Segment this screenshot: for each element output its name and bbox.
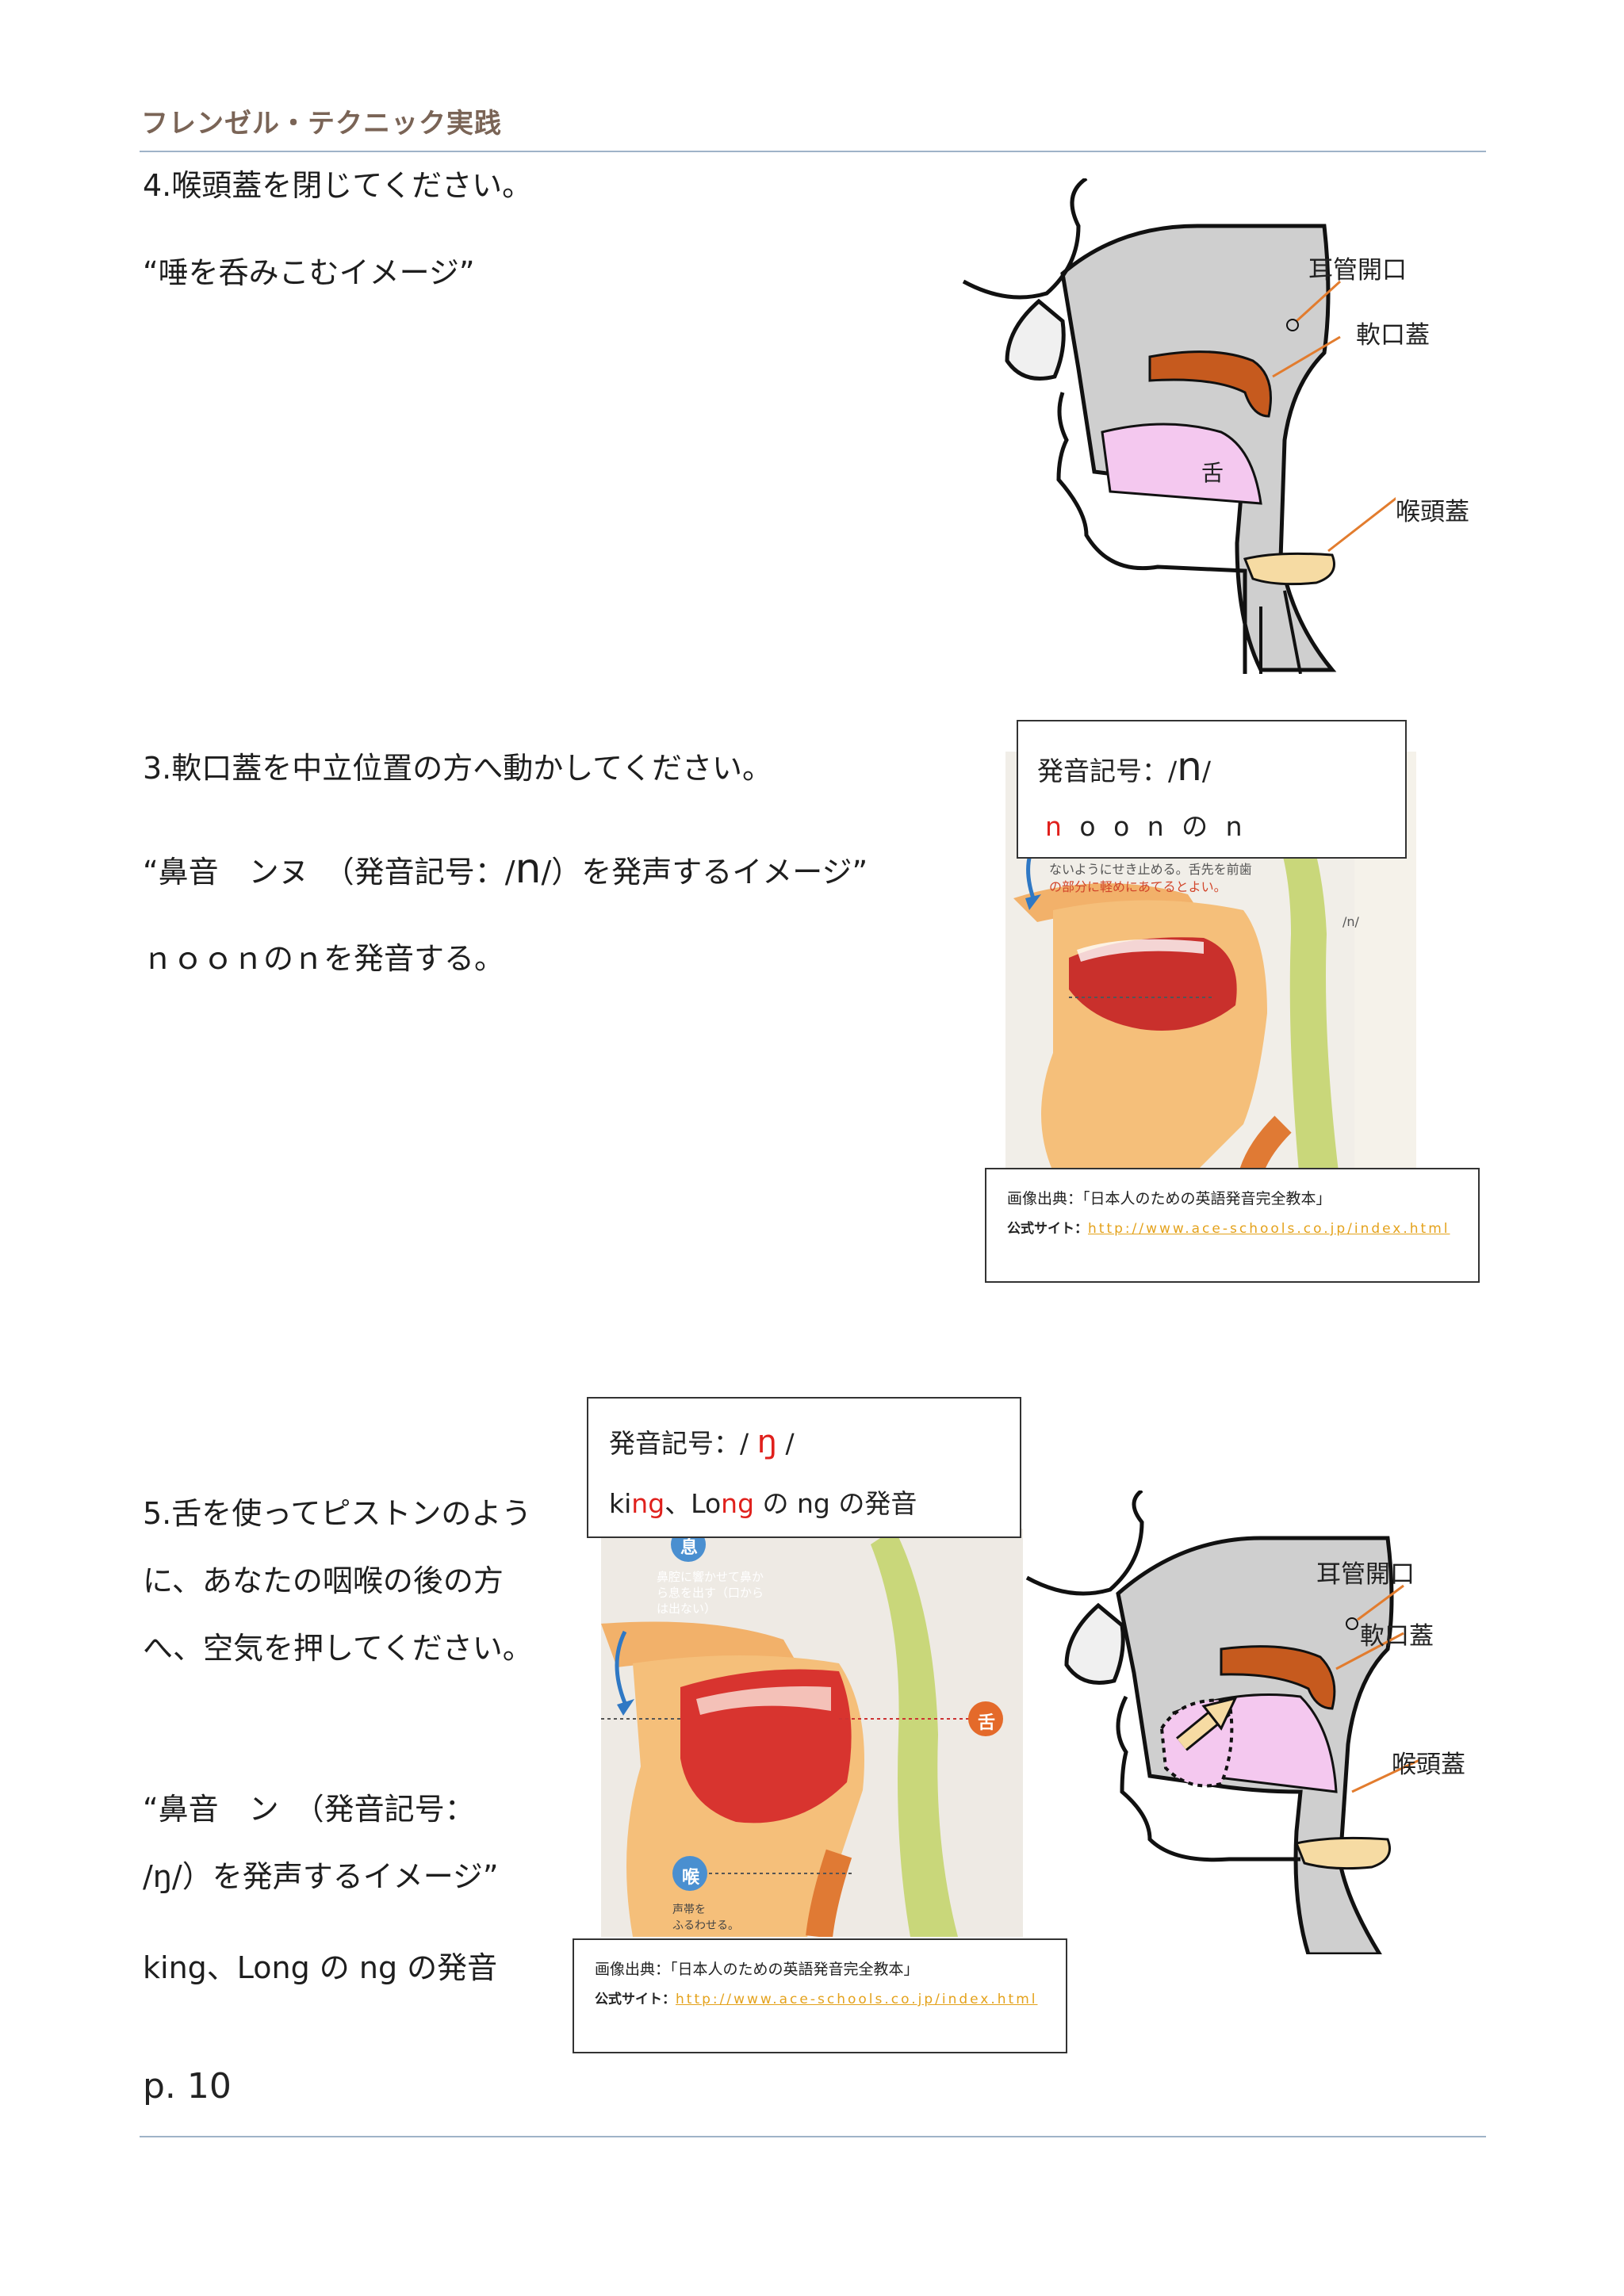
section5-heading-2: に、あなたの咽喉の後の方 xyxy=(143,1563,504,1598)
header-rule xyxy=(140,151,1486,152)
section5-image-line-1: “鼻音 ン （発音記号： xyxy=(143,1792,475,1827)
photo-ng-throat-badge: 喉 xyxy=(682,1868,700,1888)
photo-n-note-1: ないようにせき止める。舌先を前歯 xyxy=(1049,862,1252,877)
label-eustachian-1: 耳管開口 xyxy=(1308,256,1407,285)
phonetic-box-n: 発音記号：/n/ n o o n の n xyxy=(1017,720,1407,859)
photo-n-mark: /n/ xyxy=(1342,914,1359,929)
phonetic-box-ng: 発音記号：/ ŋ / king、Long の ng の発音 xyxy=(587,1397,1021,1538)
source-2-site: 公式サイト：http://www.ace-schools.co.jp/index… xyxy=(595,1992,1038,2007)
label-eustachian-2: 耳管開口 xyxy=(1316,1560,1415,1589)
throat-diagram-piston xyxy=(1025,1490,1420,1954)
phonetic-n-example: n o o n の n xyxy=(1045,811,1247,842)
section3-heading: 3.軟口蓋を中立位置の方へ動かしてください。 xyxy=(143,751,772,786)
document-header-title: フレンゼル・テクニック実践 xyxy=(141,108,502,140)
photo-ng-breath-note-3: は出ない） xyxy=(657,1601,717,1616)
section5-example: king、Long の ng の発音 xyxy=(143,1950,498,1985)
section5-image-line-2: /ŋ/）を発声するイメージ” xyxy=(143,1859,499,1894)
phonetic-n-symbol: 発音記号：/n/ xyxy=(1037,744,1211,790)
photo-ng-breath-note-2: ら息を出す（口から xyxy=(657,1586,764,1600)
label-soft-palate-1: 軟口蓋 xyxy=(1356,321,1430,350)
section5-heading-1: 5.舌を使ってピストンのよう xyxy=(143,1496,532,1531)
photo-ng-throat-note-1: 声帯を xyxy=(672,1904,706,1916)
label-soft-palate-2: 軟口蓋 xyxy=(1360,1622,1434,1651)
source-1-site: 公式サイト：http://www.ace-schools.co.jp/index… xyxy=(1007,1221,1450,1237)
section4-heading: 4.喉頭蓋を閉じてください。 xyxy=(143,168,533,203)
photo-ng-breath-badge: 息 xyxy=(680,1538,699,1558)
photo-n-note-2: の部分に軽めにあてるとよい。 xyxy=(1049,879,1227,894)
photo-ng-throat-note-2: ふるわせる。 xyxy=(672,1919,739,1932)
mouth-photo-ng: 息 鼻腔に響かせて鼻か ら息を出す（口から は出ない） 舌 喉 声帯を ふるわせ… xyxy=(601,1529,1023,1937)
page-number: p. 10 xyxy=(143,2066,232,2107)
photo-ng-tongue-badge: 舌 xyxy=(978,1713,996,1733)
phonetic-ng-example: king、Long の ng の発音 xyxy=(609,1488,917,1519)
source-box-1: 画像出典：「日本人のための英語発音完全教本」 公式サイト：http://www.… xyxy=(985,1168,1480,1283)
section5-heading-3: へ、空気を押してください。 xyxy=(143,1631,533,1666)
throat-diagram-epiglottis xyxy=(962,178,1396,674)
source-box-2: 画像出典：「日本人のための英語発音完全教本」 公式サイト：http://www.… xyxy=(573,1938,1067,2053)
label-epiglottis-2: 喉頭蓋 xyxy=(1392,1751,1465,1779)
section4-caption: “唾を呑みこむイメージ” xyxy=(143,255,475,290)
phonetic-ng-symbol: 発音記号：/ ŋ / xyxy=(609,1424,795,1460)
source-2-url[interactable]: http://www.ace-schools.co.jp/index.html xyxy=(676,1992,1038,2007)
photo-ng-breath-note-1: 鼻腔に響かせて鼻か xyxy=(657,1570,764,1584)
source-2-title: 画像出典：「日本人のための英語発音完全教本」 xyxy=(595,1961,919,1978)
source-1-title: 画像出典：「日本人のための英語発音完全教本」 xyxy=(1007,1190,1331,1207)
footer-rule xyxy=(140,2136,1486,2137)
source-1-url[interactable]: http://www.ace-schools.co.jp/index.html xyxy=(1088,1221,1450,1237)
label-epiglottis-1: 喉頭蓋 xyxy=(1396,498,1469,526)
section3-line1: “鼻音 ンヌ （発音記号：/n/）を発声するイメージ” xyxy=(143,845,868,893)
label-tongue-1: 舌 xyxy=(1201,460,1224,486)
section3-line2: ｎｏｏｎのｎを発音する。 xyxy=(143,941,505,976)
